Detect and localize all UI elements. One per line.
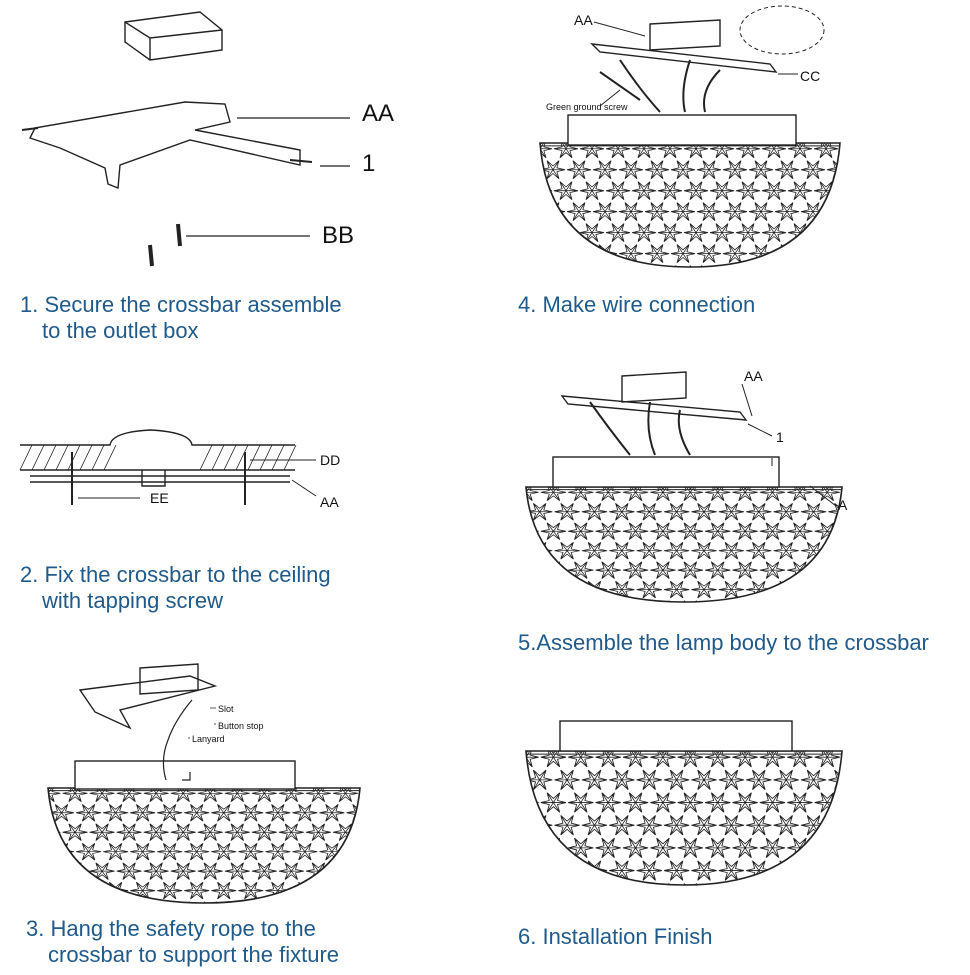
step4-label-ground: Green ground screw bbox=[546, 102, 628, 112]
step2-leader-lines-icon bbox=[78, 459, 317, 499]
step2-ceiling-hatch-icon bbox=[19, 444, 297, 471]
step5-crossbar-icon bbox=[560, 371, 748, 421]
step1-caption-line1: 1. Secure the crossbar assemble bbox=[20, 292, 342, 317]
step2-label-ceiling: DD bbox=[320, 452, 341, 468]
step3-label-slot: Slot bbox=[218, 704, 234, 714]
step4-canopy bbox=[567, 114, 797, 146]
step4-wires-icon bbox=[599, 59, 721, 113]
step3-label-lanyard: Lanyard bbox=[192, 734, 225, 744]
step3-crossbar-icon bbox=[78, 663, 218, 730]
step3-label-button-stop: Button stop bbox=[218, 721, 264, 731]
step5-caption: 5.Assemble the lamp body to the crossbar bbox=[518, 630, 929, 656]
step1-label-crossbar: AA bbox=[362, 100, 395, 127]
step2-caption: 2. Fix the crossbar to the ceiling with … bbox=[20, 562, 331, 614]
step2-label-tapping-screw: EE bbox=[150, 490, 169, 506]
step3-lampshade bbox=[8, 785, 398, 938]
step4-caption: 4. Make wire connection bbox=[518, 292, 755, 318]
step2-caption-line2: with tapping screw bbox=[42, 588, 223, 613]
step2-label-crossbar: AA bbox=[320, 494, 339, 510]
step5-lampshade bbox=[486, 484, 881, 637]
step5-canopy bbox=[552, 456, 780, 488]
step3-caption-line1: 3. Hang the safety rope to the bbox=[26, 916, 316, 941]
step1-crossbar-screws-icon bbox=[21, 127, 313, 163]
step1-crossbar-icon bbox=[29, 101, 301, 190]
step6-caption-line1: 6. Installation Finish bbox=[518, 924, 713, 949]
step5-leader-lines-icon bbox=[741, 383, 837, 507]
step3-caption: 3. Hang the safety rope to the crossbar … bbox=[26, 916, 339, 968]
step4-lampshade bbox=[502, 140, 877, 305]
step2-caption-line1: 2. Fix the crossbar to the ceiling bbox=[20, 562, 331, 587]
step1-label-bolts: BB bbox=[322, 222, 355, 249]
step6-lampshade bbox=[486, 747, 881, 925]
step1-leader-lines-icon bbox=[237, 117, 350, 167]
step5-label-lamp: A bbox=[838, 497, 848, 513]
step1-caption: 1. Secure the crossbar assemble to the o… bbox=[20, 292, 342, 344]
step5-label-screw: 1 bbox=[776, 429, 784, 445]
step4-leader-lines-icon bbox=[593, 21, 798, 107]
step1-label-screw: 1 bbox=[362, 150, 376, 177]
step3-leader-lines-icon bbox=[188, 707, 216, 739]
step3-caption-line2: crossbar to support the fixture bbox=[48, 942, 340, 967]
step6-caption: 6. Installation Finish bbox=[518, 924, 712, 950]
step4-label-crossbar: AA bbox=[574, 12, 593, 28]
step1-outlet-box-icon bbox=[124, 11, 223, 61]
step1-bolt-icon bbox=[148, 223, 182, 267]
step1-caption-line2: to the outlet box bbox=[42, 318, 199, 343]
step2-tapping-screw-icon bbox=[71, 452, 246, 505]
step5-wires-icon bbox=[589, 401, 691, 456]
step2-crossbar-icon bbox=[30, 470, 290, 487]
step5-label-crossbar: AA bbox=[744, 368, 763, 384]
step4-crossbar-icon bbox=[590, 19, 778, 73]
step3-lanyard-icon bbox=[162, 699, 193, 781]
step4-caption-line1: 4. Make wire connection bbox=[518, 292, 756, 317]
step3-canopy bbox=[74, 760, 296, 790]
step5-caption-line1: 5.Assemble the lamp body to the crossbar bbox=[518, 630, 929, 655]
step4-connector-detail-icon bbox=[739, 5, 825, 55]
step6-canopy bbox=[559, 720, 793, 752]
step2-ceiling-icon bbox=[20, 429, 295, 471]
step4-label-connector: CC bbox=[800, 68, 821, 84]
